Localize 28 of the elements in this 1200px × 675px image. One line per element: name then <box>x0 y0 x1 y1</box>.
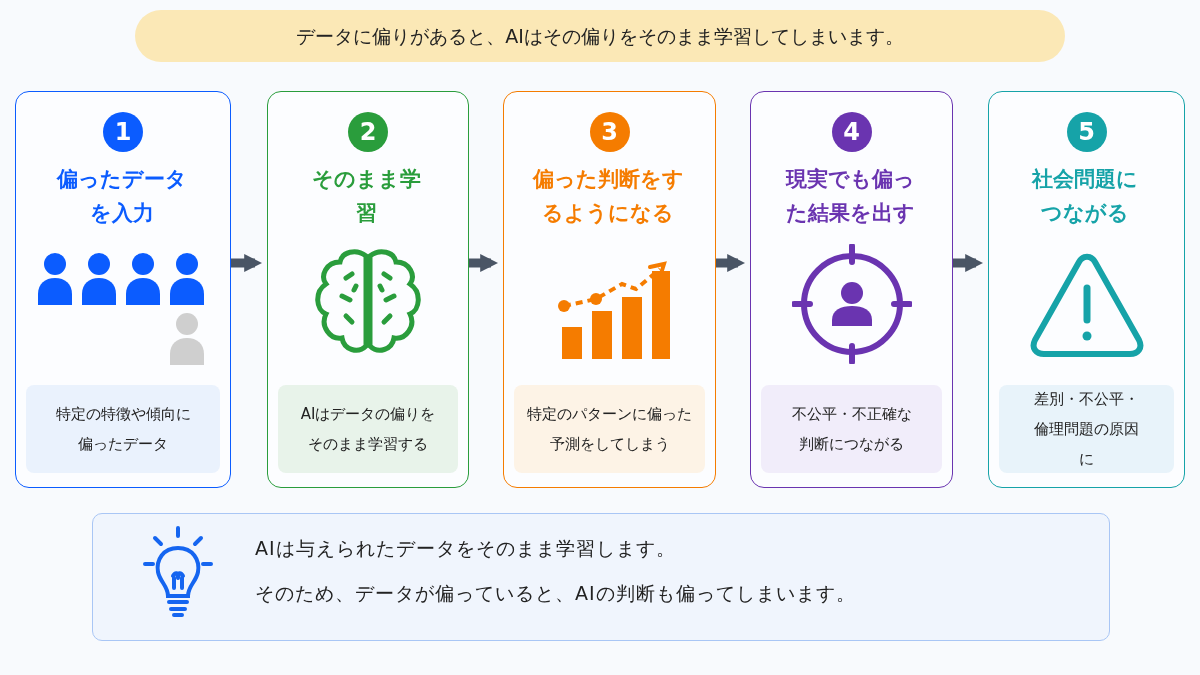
description-box: 不公平・不正確な判断につながる <box>761 385 942 473</box>
arrow <box>953 254 984 272</box>
step-title: 社会問題につながる <box>1031 166 1140 227</box>
note-text: そのため、データが偏っていると、AIの判断も偏ってしまいます。 <box>255 581 856 606</box>
arrow <box>469 254 499 272</box>
step-card <box>267 91 469 488</box>
arrow <box>231 254 263 272</box>
description-box: 差別・不公平・倫理問題の原因に <box>999 385 1174 473</box>
step-card <box>15 91 231 488</box>
description-box: 特定の特徴や傾向に偏ったデータ <box>26 385 220 473</box>
arrow <box>716 254 746 272</box>
step-title: 現実でも偏った結果を出す <box>784 166 916 227</box>
step-number: 2 <box>348 112 388 152</box>
step-number: 3 <box>589 112 630 152</box>
description-box: AIはデータの偏りをそのまま学習する <box>278 385 458 473</box>
title-banner: データに偏りがあると、AIはその偏りをそのまま学習してしまいます。 <box>135 10 1065 62</box>
note-text: AIは与えられたデータをそのまま学習します。 <box>255 536 676 561</box>
step-card <box>503 91 716 488</box>
step-card <box>988 91 1185 488</box>
step-title: 偏った判断をするようになる <box>531 166 685 227</box>
step-title: そのまま学習 <box>311 166 423 227</box>
step-title: 偏ったデータを入力 <box>55 166 188 227</box>
step-number: 4 <box>831 112 872 152</box>
step-number: 5 <box>1066 112 1107 152</box>
step-card <box>750 91 953 488</box>
step-number: 1 <box>103 112 143 152</box>
description-box: 特定のパターンに偏った予測をしてしまう <box>514 385 705 473</box>
note-panel <box>92 513 1110 641</box>
